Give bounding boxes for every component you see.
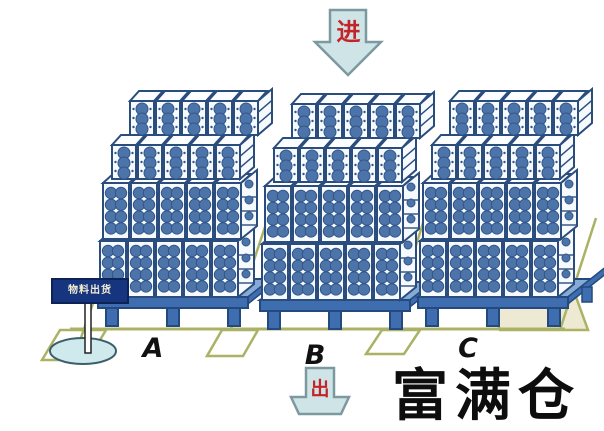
inbound-arrow-label: 进 bbox=[336, 18, 361, 46]
material-shipping-signpost bbox=[49, 278, 129, 365]
outbound-arrow-label: 出 bbox=[310, 378, 330, 400]
inbound-arrow bbox=[311, 8, 385, 77]
pallet-label-a: A bbox=[142, 333, 164, 364]
brand-text: 富满仓 bbox=[392, 363, 581, 429]
pallet-label-b: B bbox=[304, 340, 326, 371]
outbound-arrow bbox=[289, 366, 351, 416]
pallet-stack-C bbox=[414, 86, 604, 327]
material-shipping-sign-label: 物料出货 bbox=[68, 285, 112, 296]
pallet-label-c: C bbox=[458, 333, 478, 364]
